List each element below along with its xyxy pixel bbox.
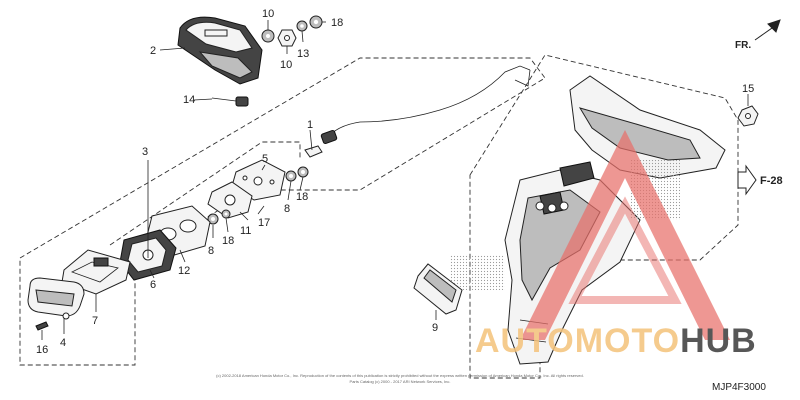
callout-3: 3: [142, 146, 148, 158]
front-direction-indicator: FR.: [735, 19, 781, 51]
leader-lines: [41, 20, 749, 340]
assembly-outline-left: [19, 57, 546, 366]
callout-8-b: 8: [208, 245, 214, 257]
callout-2: 2: [150, 45, 156, 57]
nuts-and-washers-top: [261, 15, 323, 47]
callout-1: 1: [307, 119, 313, 131]
reference-arrow-icon: [737, 164, 757, 196]
diagram-code: MJP4F3000: [712, 382, 766, 393]
watermark: AUTOMOTOHUB: [475, 130, 757, 360]
copyright-line-1: (c) 2002-2018 American Honda Motor Co., …: [216, 373, 584, 378]
license-plate-light: [413, 263, 463, 315]
arrow-icon: [754, 19, 781, 41]
assembly-outline-inner: [109, 141, 301, 246]
gasket: [207, 181, 253, 219]
nut-13: [737, 105, 759, 127]
callout-14: 13: [297, 48, 309, 60]
license-light-harness: [304, 65, 531, 158]
callout-9: 9: [432, 322, 438, 334]
assembly-outline-right: [469, 54, 739, 379]
watermark-text: AUTOMOTOHUB: [475, 322, 757, 360]
callout-13: 15: [742, 83, 754, 95]
callout-4: 4: [60, 337, 66, 349]
callout-10-a: 10: [262, 8, 274, 20]
callout-7: 7: [92, 315, 98, 327]
tail-light-housing: [177, 16, 263, 85]
callout-16: 16: [36, 344, 48, 356]
callout-18-a: 18: [331, 17, 343, 29]
copyright-line-2: Parts Catalog (c) 2000 - 2017 ARI Networ…: [350, 379, 451, 384]
reference-indicator: F-28: [737, 164, 783, 196]
callout-17: 17: [258, 217, 270, 229]
callout-10-b: 10: [280, 59, 292, 71]
front-direction-label: FR.: [735, 40, 751, 51]
callout-11: 11: [240, 225, 251, 237]
watermark-triangle-icon: [520, 130, 730, 340]
callout-5: 5: [262, 153, 268, 165]
callout-12: 12: [178, 265, 190, 277]
callout-18-b: 18: [296, 191, 308, 203]
reference-label: F-28: [760, 175, 783, 187]
callout-8-a: 8: [284, 203, 290, 215]
callout-numbers: 2 14 10 10 13 18 1 3 5 8 18 17 11 18 8 1…: [36, 8, 754, 356]
screw: [35, 321, 49, 331]
wire-clip: [211, 96, 249, 107]
callout-18-c: 18: [222, 235, 234, 247]
rear-reflector: [27, 277, 85, 320]
callout-15: 14: [183, 94, 195, 106]
callout-6: 6: [150, 279, 156, 291]
